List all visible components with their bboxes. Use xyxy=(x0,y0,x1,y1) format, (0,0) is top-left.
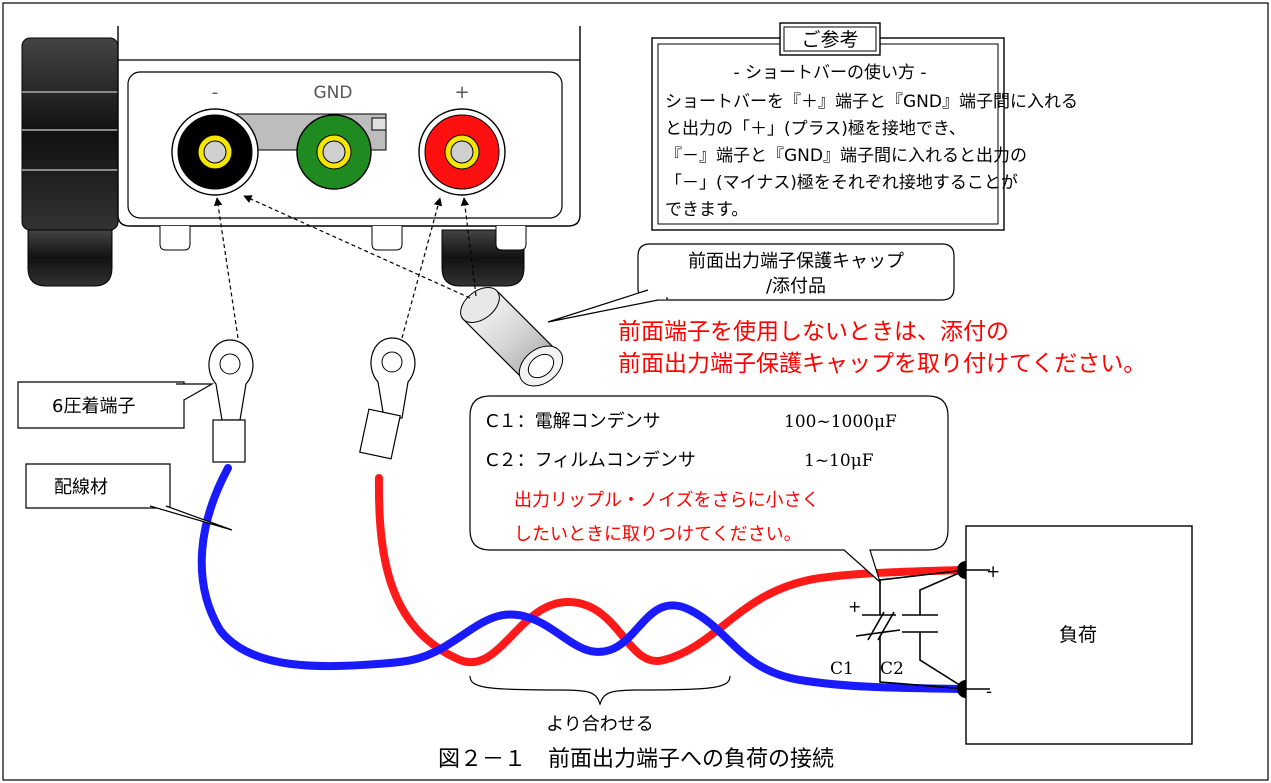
c1-polarity-mark: + xyxy=(848,597,861,616)
capacitor-note-line1: 出力リップル・ノイズをさらに小さく xyxy=(514,490,819,511)
cap-notice-line1: 前面端子を使用しないときは、添付の xyxy=(618,319,1009,345)
cap-notice-line2: 前面出力端子保護キャップを取り付けてください。 xyxy=(618,351,1146,377)
device-handle xyxy=(21,37,119,231)
wiring xyxy=(197,464,970,693)
load-minus-label: - xyxy=(986,682,992,702)
twist-brace xyxy=(469,675,731,706)
reference-line: と出力の「＋」(プラス)極を接地でき、 xyxy=(665,119,966,139)
terminal-plus-label: + xyxy=(454,82,469,103)
reference-line: 「－」(マイナス)極をそれぞれ接地することが xyxy=(665,173,1018,193)
terminal-gnd[interactable] xyxy=(296,114,372,190)
c1-value: 100~1000μF xyxy=(784,412,897,432)
reference-subtitle: - ショートバーの使い方 - xyxy=(733,62,926,83)
crimp-terminal-callout: 6圧着端子 xyxy=(17,381,215,429)
capacitor-note-line2: したいときに取りつけてください。 xyxy=(514,524,802,545)
reference-title: ご参考 xyxy=(801,29,858,51)
crimp-terminal-blue xyxy=(208,339,254,463)
c2-label: C2 xyxy=(880,659,904,679)
cap-label-line1: 前面出力端子保護キャップ xyxy=(688,251,904,272)
device-foot-left xyxy=(27,229,113,287)
cap-label-line2: /添付品 xyxy=(766,276,826,297)
terminal-gnd-label: GND xyxy=(314,83,353,103)
reference-line: ショートバーを『＋』端子と『GND』端子間に入れる xyxy=(665,92,1078,112)
wire-label: 配線材 xyxy=(54,477,108,498)
crimp-terminal-red xyxy=(359,337,416,460)
figure-caption: 図２－１ 前面出力端子への負荷の接続 xyxy=(438,747,834,772)
blue-wire xyxy=(197,464,970,693)
terminal-minus[interactable] xyxy=(171,108,259,196)
reference-line: できます。 xyxy=(665,200,748,220)
crimp-terminal-label: 6圧着端子 xyxy=(52,396,135,417)
c2-description: C２：フィルムコンデンサ xyxy=(486,450,696,471)
cap-callout: 前面出力端子保護キャップ /添付品 xyxy=(547,243,955,323)
terminal-minus-label: - xyxy=(212,82,219,103)
load-plus-label: + xyxy=(986,562,1000,582)
capacitor-note-bubble: C１：電解コンデンサ 100~1000μF C２：フィルムコンデンサ 1~10μ… xyxy=(469,395,949,584)
c1-description: C１：電解コンデンサ xyxy=(486,411,661,432)
load-label: 負荷 xyxy=(1059,624,1097,646)
power-supply-front-panel: - GND + xyxy=(21,26,581,287)
terminal-plus[interactable] xyxy=(418,108,506,196)
c1-label: C1 xyxy=(830,659,854,679)
twist-label: より合わせる xyxy=(546,714,654,735)
red-wire xyxy=(374,474,970,667)
protective-cap xyxy=(460,287,564,387)
wire-material-callout: 配線材 xyxy=(25,463,233,531)
c2-value: 1~10μF xyxy=(804,451,874,471)
reference-line: 『－』端子と『GND』端子間に入れると出力の xyxy=(665,146,1027,166)
reference-box: ご参考 - ショートバーの使い方 - ショートバーを『＋』端子と『GND』端子間… xyxy=(651,22,1078,231)
connection-arrows xyxy=(213,195,477,339)
load-box: 負荷 + - xyxy=(965,525,1193,745)
